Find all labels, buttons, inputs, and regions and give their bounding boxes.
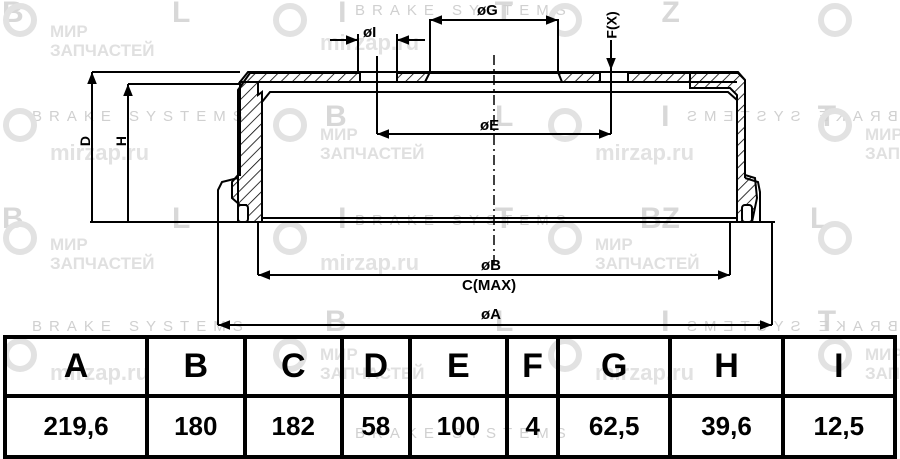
table-value-row: 219,6 180 182 58 100 4 62,5 39,6 12,5 [2, 394, 898, 459]
value-h: 39,6 [668, 394, 785, 459]
header-i: I [780, 335, 898, 398]
label-b: øB [481, 257, 501, 274]
drum-section [231, 71, 759, 223]
label-g: øG [477, 2, 498, 19]
header-f: F [505, 335, 561, 398]
header-g: G [556, 335, 673, 398]
value-f: 4 [505, 394, 561, 459]
label-f: F(X) [603, 11, 620, 39]
header-b: B [145, 335, 247, 398]
header-e: E [407, 335, 510, 398]
label-h: H [113, 135, 130, 147]
dimension-lines [87, 15, 773, 330]
value-g: 62,5 [556, 394, 673, 459]
value-a: 219,6 [2, 394, 150, 459]
value-b: 180 [145, 394, 247, 459]
dimensions-table: A B C D E F G H I 219,6 180 182 58 100 4… [2, 335, 898, 459]
header-a: A [2, 335, 150, 398]
value-i: 12,5 [780, 394, 898, 459]
header-d: D [339, 335, 412, 398]
stud-hole-i [359, 71, 629, 83]
value-c: 182 [242, 394, 344, 459]
value-e: 100 [407, 394, 510, 459]
label-i: øI [363, 24, 377, 41]
label-e: øE [480, 117, 500, 134]
header-h: H [668, 335, 785, 398]
value-d: 58 [339, 394, 412, 459]
header-c: C [242, 335, 344, 398]
label-d: D [77, 135, 94, 147]
brake-drum-drawing [87, 15, 775, 330]
label-c: C(MAX) [462, 277, 517, 294]
label-a: øA [481, 306, 501, 323]
table-header-row: A B C D E F G H I [2, 335, 898, 398]
drum-outline [90, 72, 775, 223]
